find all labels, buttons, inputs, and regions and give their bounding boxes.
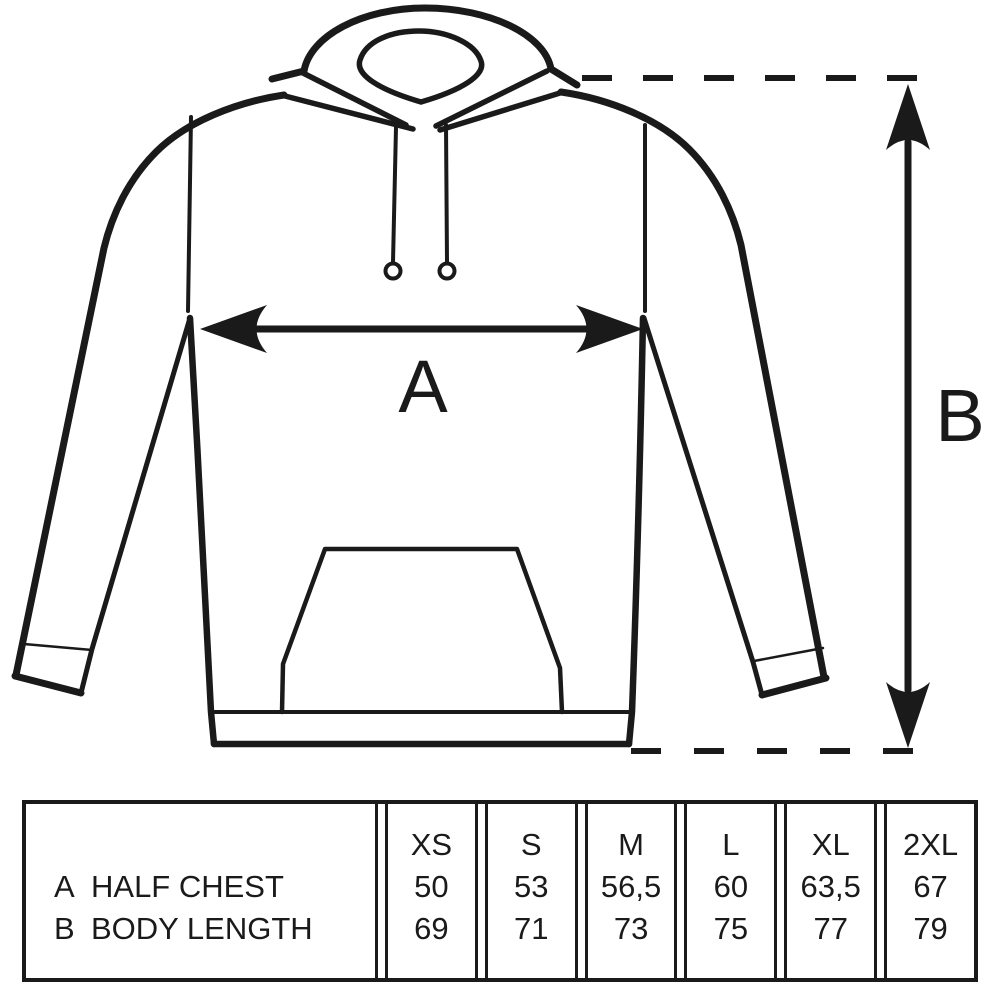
arrow-a-head-right: [576, 305, 643, 353]
collar-seam-right-upper: [433, 68, 550, 129]
size-column-2xl: 2XL 67 79: [884, 804, 974, 978]
cuff-bottom-right: [758, 674, 830, 699]
size-header: S: [520, 827, 542, 862]
cuff-bottom-left: [11, 672, 85, 697]
chest-measurement-label: A: [398, 345, 448, 428]
sleeve-inner-right: [641, 315, 765, 698]
collar-seam-right-lower: [437, 90, 563, 133]
row-name-half-chest: HALF CHEST: [91, 869, 284, 904]
armhole-seam-left: [186, 115, 193, 313]
body-length-value: 69: [414, 911, 449, 946]
body-length-value: 71: [514, 911, 549, 946]
sleeve-outer-right: [557, 88, 828, 681]
sleeve-outer-left: [12, 91, 288, 679]
row-name-body-length: BODY LENGTH: [91, 911, 313, 946]
size-header: L: [722, 827, 740, 862]
size-column-s: S 53 71: [484, 804, 578, 978]
row-label-half-chest: A HALF CHEST: [26, 866, 375, 908]
body-length-value: 77: [813, 911, 848, 946]
arrow-b-head-top: [886, 84, 930, 150]
size-header: M: [618, 827, 644, 862]
drawstring-right: [444, 123, 449, 264]
measurement-labels-column: A HALF CHEST B BODY LENGTH: [26, 804, 378, 978]
arrow-a-head-left: [200, 305, 267, 353]
size-column-xs: XS 50 69: [385, 804, 478, 978]
half-chest-value: 56,5: [600, 869, 662, 904]
drawstring-left: [391, 125, 398, 264]
size-column-xl: XL 63,5 77: [784, 804, 878, 978]
size-table: A HALF CHEST B BODY LENGTH XS 50 69 S 53…: [22, 800, 978, 982]
sleeve-inner-left: [78, 315, 193, 696]
hoodie-measurement-diagram: A B: [11, 4, 985, 754]
half-chest-value: 60: [713, 869, 749, 904]
length-measurement-label: B: [935, 374, 984, 457]
size-column-m: M 56,5 73: [584, 804, 678, 978]
body-length-value: 79: [913, 911, 948, 946]
half-chest-value: 67: [913, 869, 948, 904]
collar-seam-left-lower: [282, 93, 416, 132]
row-label-body-length: B BODY LENGTH: [26, 908, 375, 950]
arrow-b-head-bottom: [886, 682, 930, 748]
body-side-left: [186, 314, 218, 748]
collar-seam-left-upper: [300, 70, 409, 128]
row-key-a: A: [54, 869, 75, 904]
body-length-value: 75: [713, 911, 749, 946]
body-side-right: [625, 314, 647, 748]
half-chest-value: 50: [414, 869, 449, 904]
length-measurement-arrow: [582, 75, 930, 754]
size-header: XS: [410, 827, 453, 862]
row-key-b: B: [54, 911, 75, 946]
hood-outline: [268, 4, 581, 89]
cuff-seam-left: [22, 642, 94, 652]
chest-measurement-arrow: [200, 305, 643, 353]
size-header: 2XL: [902, 827, 959, 862]
size-column-l: L 60 75: [684, 804, 778, 978]
drawstring-tip-right: [437, 261, 457, 281]
body-length-value: 73: [613, 911, 649, 946]
size-header: XL: [811, 827, 850, 862]
table-corner-blank: [26, 824, 375, 866]
half-chest-value: 63,5: [800, 869, 861, 904]
cuff-seam-right: [752, 646, 825, 663]
kangaroo-pocket: [279, 546, 565, 715]
hood-opening: [356, 28, 485, 105]
half-chest-value: 53: [514, 869, 549, 904]
drawstring-tip-left: [383, 261, 403, 281]
